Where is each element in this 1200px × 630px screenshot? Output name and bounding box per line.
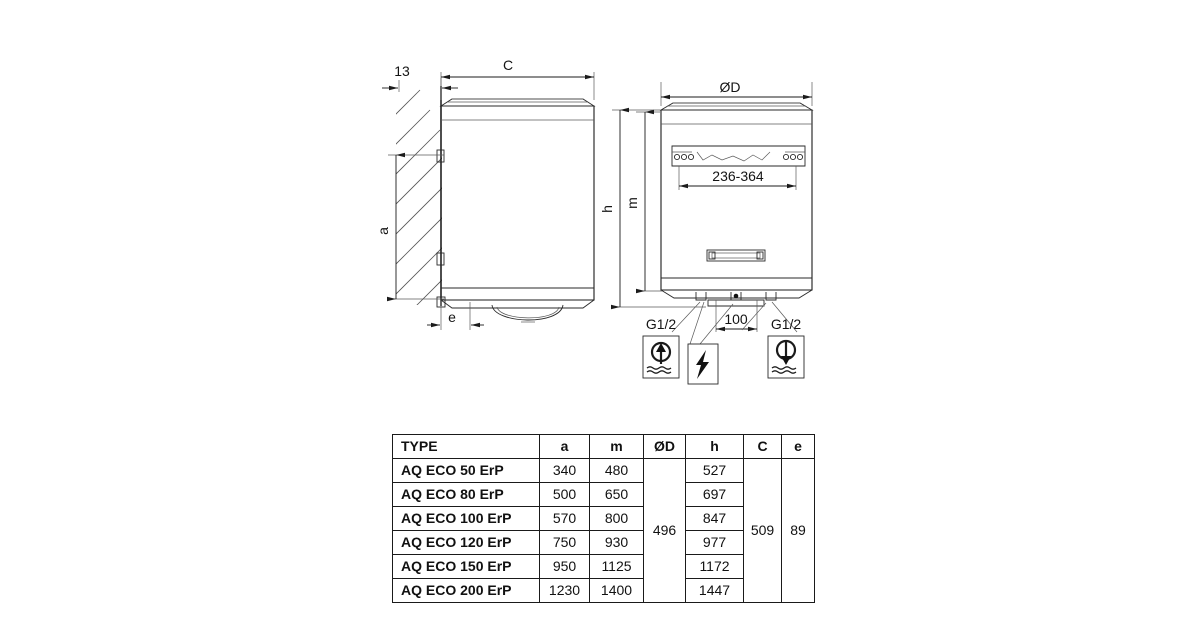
cell-m: 650 xyxy=(589,482,644,507)
dimensions-table-wrapper: TYPE a m ØD h C e AQ ECO 50 ErP 340 480 … xyxy=(392,434,815,603)
cold-water-inlet-icon xyxy=(771,339,797,374)
lightning-bolt-icon xyxy=(696,350,709,379)
cell-type: AQ ECO 200 ErP xyxy=(392,578,540,603)
dim-label-13: 13 xyxy=(394,63,410,79)
dimensions-table: TYPE a m ØD h C e AQ ECO 50 ErP 340 480 … xyxy=(392,434,815,603)
cell-type: AQ ECO 80 ErP xyxy=(392,482,540,507)
drawing-area: 13 C a xyxy=(375,57,814,385)
dimension-C: C xyxy=(440,57,595,100)
dimension-100: 100 xyxy=(715,300,758,332)
dim-label-100: 100 xyxy=(724,311,748,327)
connection-left: G1/2 xyxy=(642,316,680,379)
dim-label-bracket-span: 236-364 xyxy=(712,168,764,184)
cell-type: AQ ECO 100 ErP xyxy=(392,506,540,531)
cell-m: 1400 xyxy=(589,578,644,603)
cell-h: 527 xyxy=(685,458,744,483)
table-row: AQ ECO 200 ErP 1230 1400 1447 xyxy=(392,578,815,603)
cell-m: 930 xyxy=(589,530,644,555)
column-header-type: TYPE xyxy=(392,434,540,459)
connection-label-right: G1/2 xyxy=(771,316,802,332)
column-header-m: m xyxy=(589,434,644,459)
table-row: AQ ECO 80 ErP 500 650 697 xyxy=(392,482,815,507)
dimension-h: h xyxy=(599,107,706,310)
dimension-a: a xyxy=(375,152,444,302)
column-header-a: a xyxy=(539,434,590,459)
cell-m: 1125 xyxy=(589,554,644,579)
table-row: AQ ECO 100 ErP 570 800 847 xyxy=(392,506,815,531)
cell-type: AQ ECO 120 ErP xyxy=(392,530,540,555)
cell-a: 950 xyxy=(539,554,590,579)
connection-stubs xyxy=(695,292,777,307)
tank-front-profile xyxy=(659,102,814,307)
wall-hatching xyxy=(396,89,442,305)
dim-label-e: e xyxy=(448,309,456,325)
cell-a: 750 xyxy=(539,530,590,555)
dim-label-h: h xyxy=(599,205,615,213)
cell-a: 1230 xyxy=(539,578,590,603)
control-panel xyxy=(706,249,766,262)
leader-lines xyxy=(671,301,798,345)
dimension-OD: ØD xyxy=(660,79,813,106)
table-row: AQ ECO 120 ErP 750 930 977 xyxy=(392,530,815,555)
cell-diameter-merged: 496 xyxy=(643,458,686,603)
wall-bracket xyxy=(671,145,806,167)
cell-e-merged: 89 xyxy=(781,458,815,603)
cell-a: 340 xyxy=(539,458,590,483)
cell-type: AQ ECO 150 ErP xyxy=(392,554,540,579)
table-row: AQ ECO 150 ErP 950 1125 1172 xyxy=(392,554,815,579)
dimension-e: e xyxy=(427,300,484,330)
connection-right: G1/2 xyxy=(767,316,805,379)
cell-h: 847 xyxy=(685,506,744,531)
column-header-h: h xyxy=(685,434,744,459)
cell-h: 1447 xyxy=(685,578,744,603)
dimension-bracket-span: 236-364 xyxy=(678,166,797,190)
dimension-m: m xyxy=(624,109,662,294)
dim-label-m: m xyxy=(624,197,640,209)
cell-h: 1172 xyxy=(685,554,744,579)
cell-m: 800 xyxy=(589,506,644,531)
cell-h: 977 xyxy=(685,530,744,555)
dim-label-diameter: ØD xyxy=(720,79,741,95)
dimension-13: 13 xyxy=(382,63,458,100)
hot-water-outlet-icon xyxy=(646,341,672,374)
cell-c-merged: 509 xyxy=(743,458,782,603)
table-header-row: TYPE a m ØD h C e xyxy=(392,434,815,459)
cell-a: 500 xyxy=(539,482,590,507)
cell-m: 480 xyxy=(589,458,644,483)
cell-a: 570 xyxy=(539,506,590,531)
electrical-connection xyxy=(687,343,719,385)
tank-side-profile xyxy=(436,98,596,323)
column-header-e: e xyxy=(781,434,815,459)
side-view-group: 13 C a xyxy=(375,57,596,330)
connection-label-left: G1/2 xyxy=(646,316,677,332)
front-view-group: ØD h m xyxy=(599,79,814,385)
dim-label-C: C xyxy=(503,57,513,73)
column-header-diameter: ØD xyxy=(643,434,686,459)
cell-type: AQ ECO 50 ErP xyxy=(392,458,540,483)
table-row: AQ ECO 50 ErP 340 480 496 527 509 89 xyxy=(392,458,815,603)
dim-label-a: a xyxy=(375,227,391,235)
cell-h: 697 xyxy=(685,482,744,507)
column-header-c: C xyxy=(743,434,782,459)
